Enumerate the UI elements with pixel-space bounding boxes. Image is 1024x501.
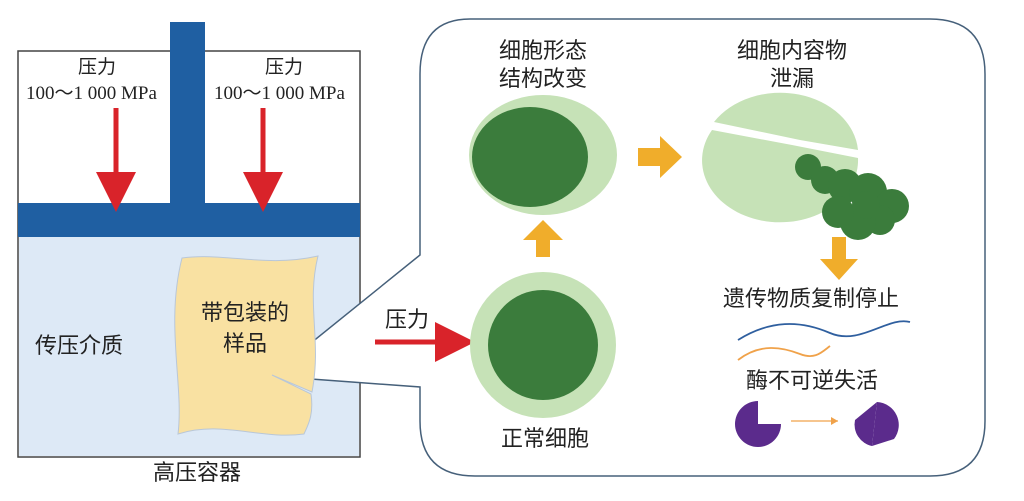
leak-label-line1: 细胞内容物 bbox=[736, 39, 847, 64]
pressure-medium-label: 传压介质 bbox=[35, 334, 124, 359]
ruptured-cell-upper bbox=[714, 92, 858, 150]
ruptured-cell bbox=[702, 92, 909, 240]
enzyme-stop-label: 酶不可逆失活 bbox=[745, 369, 878, 394]
deformed-cell bbox=[469, 95, 617, 215]
flow-arrow-right bbox=[638, 136, 682, 178]
pressure-left-value: 100～1 000 MPa bbox=[26, 83, 157, 104]
pressure-right-label: 压力 bbox=[265, 56, 304, 78]
ruptured-cell-lower bbox=[702, 130, 859, 223]
inactive-enzyme-icon bbox=[854, 402, 877, 446]
enzyme-arrow-head bbox=[831, 417, 838, 425]
sample-label-line1: 带包装的 bbox=[200, 301, 289, 326]
normal-cell-label: 正常细胞 bbox=[500, 427, 589, 452]
flow-arrow-up bbox=[523, 220, 563, 257]
vessel-caption: 高压容器 bbox=[152, 461, 241, 486]
deformed-cell-nucleus bbox=[472, 107, 588, 207]
dna-stop-label: 遗传物质复制停止 bbox=[722, 287, 899, 312]
pressure-left-label: 压力 bbox=[78, 56, 117, 78]
pressure-right-value: 100～1 000 MPa bbox=[214, 83, 345, 104]
deformed-cell-label-line1: 细胞形态 bbox=[498, 39, 587, 64]
input-pressure-label: 压力 bbox=[385, 308, 430, 333]
flow-arrow-down bbox=[820, 237, 858, 280]
active-enzyme-icon bbox=[735, 401, 781, 447]
deformed-cell-label-line2: 结构改变 bbox=[498, 67, 587, 92]
piston-rod bbox=[170, 22, 205, 207]
sample-label-line2: 样品 bbox=[222, 332, 267, 357]
inactive-enzyme-icon-part bbox=[872, 402, 899, 446]
dna-wave-orange bbox=[737, 345, 831, 361]
packaged-sample bbox=[174, 255, 319, 436]
piston-plate bbox=[18, 203, 360, 237]
leaked-contents bbox=[795, 154, 909, 240]
normal-cell-nucleus bbox=[488, 290, 598, 400]
dna-wave-blue bbox=[737, 320, 911, 341]
leak-label-line2: 泄漏 bbox=[769, 67, 814, 92]
normal-cell bbox=[470, 272, 616, 418]
